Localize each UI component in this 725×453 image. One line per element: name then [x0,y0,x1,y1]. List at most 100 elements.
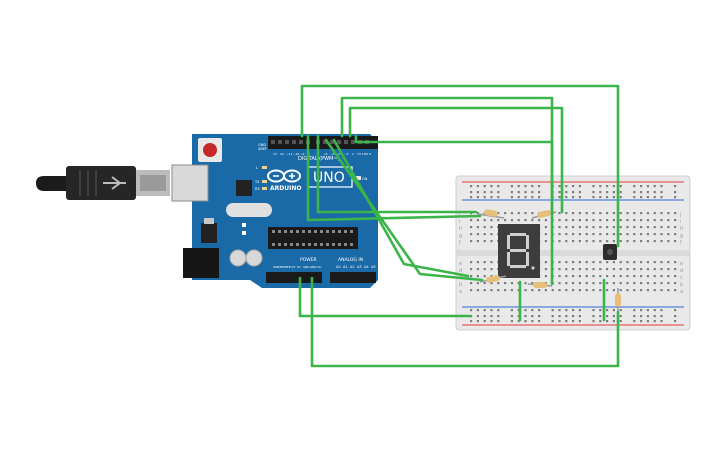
breadboard-hole[interactable] [606,261,609,264]
breadboard-hole[interactable] [578,196,581,199]
breadboard-hole[interactable] [599,191,602,194]
breadboard-hole[interactable] [640,268,643,271]
breadboard-hole[interactable] [626,268,629,271]
breadboard-hole[interactable] [612,268,615,271]
breadboard-hole[interactable] [633,185,636,188]
breadboard-hole[interactable] [653,315,656,318]
breadboard-hole[interactable] [565,315,568,318]
breadboard-hole[interactable] [619,309,622,312]
breadboard-hole[interactable] [640,289,643,292]
breadboard-hole[interactable] [483,240,486,243]
breadboard-hole[interactable] [599,240,602,243]
breadboard-hole[interactable] [599,233,602,236]
breadboard-hole[interactable] [619,185,622,188]
breadboard-hole[interactable] [606,309,609,312]
breadboard-hole[interactable] [572,320,575,323]
breadboard-hole[interactable] [660,289,663,292]
wire[interactable] [300,84,620,248]
breadboard-hole[interactable] [510,196,513,199]
breadboard-hole[interactable] [674,268,677,271]
breadboard-hole[interactable] [606,196,609,199]
breadboard-hole[interactable] [606,219,609,222]
breadboard-hole[interactable] [585,219,588,222]
breadboard-hole[interactable] [646,268,649,271]
wire[interactable] [332,138,470,278]
breadboard-hole[interactable] [497,196,500,199]
breadboard-hole[interactable] [640,226,643,229]
breadboard-hole[interactable] [490,191,493,194]
breadboard-hole[interactable] [483,289,486,292]
breadboard-hole[interactable] [640,196,643,199]
breadboard-hole[interactable] [674,233,677,236]
breadboard-hole[interactable] [619,261,622,264]
breadboard-hole[interactable] [476,289,479,292]
breadboard-hole[interactable] [660,282,663,285]
breadboard-hole[interactable] [578,191,581,194]
breadboard-hole[interactable] [565,261,568,264]
breadboard-hole[interactable] [633,240,636,243]
breadboard-hole[interactable] [612,261,615,264]
wire[interactable] [354,134,554,286]
breadboard-hole[interactable] [483,185,486,188]
breadboard-hole[interactable] [470,275,473,278]
breadboard-hole[interactable] [606,191,609,194]
breadboard-hole[interactable] [633,226,636,229]
breadboard-hole[interactable] [470,289,473,292]
breadboard-hole[interactable] [592,191,595,194]
breadboard-hole[interactable] [626,275,629,278]
breadboard-hole[interactable] [504,282,507,285]
breadboard-hole[interactable] [612,282,615,285]
breadboard-hole[interactable] [544,226,547,229]
breadboard-hole[interactable] [640,185,643,188]
usb-cable[interactable] [36,166,170,200]
breadboard-hole[interactable] [490,233,493,236]
breadboard-hole[interactable] [483,261,486,264]
breadboard-hole[interactable] [476,226,479,229]
breadboard-hole[interactable] [510,320,513,323]
breadboard-hole[interactable] [667,226,670,229]
breadboard-hole[interactable] [599,185,602,188]
breadboard-hole[interactable] [653,219,656,222]
breadboard-hole[interactable] [490,196,493,199]
breadboard-hole[interactable] [497,320,500,323]
breadboard-hole[interactable] [612,219,615,222]
breadboard-hole[interactable] [606,275,609,278]
breadboard-hole[interactable] [646,219,649,222]
breadboard-hole[interactable] [646,196,649,199]
breadboard-hole[interactable] [626,261,629,264]
breadboard-hole[interactable] [674,191,677,194]
breadboard-hole[interactable] [633,233,636,236]
breadboard-hole[interactable] [646,320,649,323]
breadboard-hole[interactable] [612,320,615,323]
breadboard-hole[interactable] [490,282,493,285]
breadboard-hole[interactable] [592,289,595,292]
breadboard-hole[interactable] [646,289,649,292]
breadboard-hole[interactable] [619,196,622,199]
breadboard-hole[interactable] [497,191,500,194]
breadboard-hole[interactable] [592,320,595,323]
breadboard-hole[interactable] [674,212,677,215]
breadboard-hole[interactable] [633,261,636,264]
breadboard-hole[interactable] [476,282,479,285]
breadboard-hole[interactable] [674,219,677,222]
breadboard-hole[interactable] [558,233,561,236]
breadboard-hole[interactable] [572,309,575,312]
breadboard-hole[interactable] [653,289,656,292]
breadboard-hole[interactable] [660,268,663,271]
breadboard-hole[interactable] [483,196,486,199]
breadboard-hole[interactable] [612,185,615,188]
breadboard-hole[interactable] [674,315,677,318]
breadboard-hole[interactable] [524,196,527,199]
push-button[interactable] [603,244,617,260]
breadboard-hole[interactable] [674,196,677,199]
breadboard-hole[interactable] [578,261,581,264]
breadboard-hole[interactable] [544,268,547,271]
breadboard-hole[interactable] [497,185,500,188]
breadboard-hole[interactable] [667,275,670,278]
breadboard-hole[interactable] [640,309,643,312]
breadboard-hole[interactable] [558,275,561,278]
breadboard-hole[interactable] [592,261,595,264]
breadboard-hole[interactable] [633,219,636,222]
breadboard-hole[interactable] [578,240,581,243]
breadboard-hole[interactable] [538,191,541,194]
